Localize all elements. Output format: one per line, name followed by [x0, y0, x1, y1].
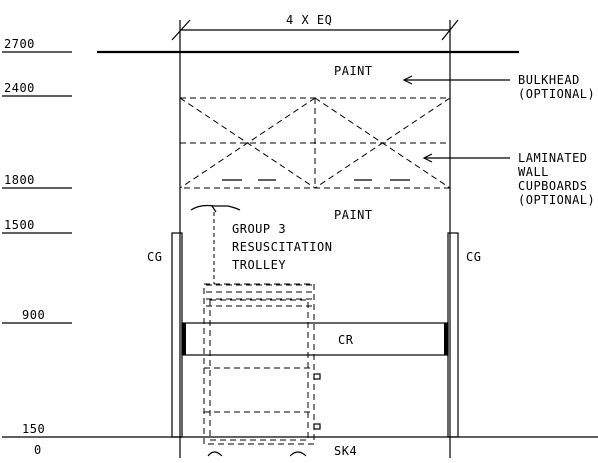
- dimension-4xeq: 4 X EQ: [171, 13, 459, 52]
- level-1500-label: 1500: [4, 218, 35, 232]
- wall-cupboards: [179, 97, 451, 189]
- cupboards-line1: LAMINATED: [518, 151, 588, 165]
- cupboards-annotation: LAMINATED WALL CUPBOARDS (OPTIONAL): [422, 151, 595, 207]
- cupboards-line3: CUPBOARDS: [518, 179, 588, 193]
- level-150-label: 150: [22, 422, 45, 436]
- level-2400-label: 2400: [4, 81, 35, 95]
- level-0-label: 0: [34, 443, 42, 457]
- bulkhead-annotation: BULKHEAD (OPTIONAL): [402, 73, 595, 101]
- sk4-label: SK4: [334, 444, 357, 458]
- resuscitation-trolley: [190, 204, 321, 457]
- trolley-line1: GROUP 3: [232, 222, 286, 236]
- bulkhead-line2: (OPTIONAL): [518, 87, 595, 101]
- level-2700-label: 2700: [4, 37, 35, 51]
- cupboards-line2: WALL: [518, 165, 549, 179]
- trolley-line3: TROLLEY: [232, 258, 286, 272]
- cr-label: CR: [338, 333, 354, 347]
- bulkhead-line1: BULKHEAD: [518, 73, 580, 87]
- cg-left-label: CG: [147, 250, 162, 264]
- cg-right-label: CG: [466, 250, 481, 264]
- paint-top-label: PAINT: [334, 64, 373, 78]
- paint-mid-label: PAINT: [334, 208, 373, 222]
- chair-rail: [181, 322, 449, 356]
- dimension-label: 4 X EQ: [286, 13, 332, 27]
- cupboards-line4: (OPTIONAL): [518, 193, 595, 207]
- level-scale: 2700 2400 1800 1500 900 150 0: [2, 37, 72, 457]
- trolley-line2: RESUSCITATION: [232, 240, 332, 254]
- level-900-label: 900: [22, 308, 45, 322]
- level-1800-label: 1800: [4, 173, 35, 187]
